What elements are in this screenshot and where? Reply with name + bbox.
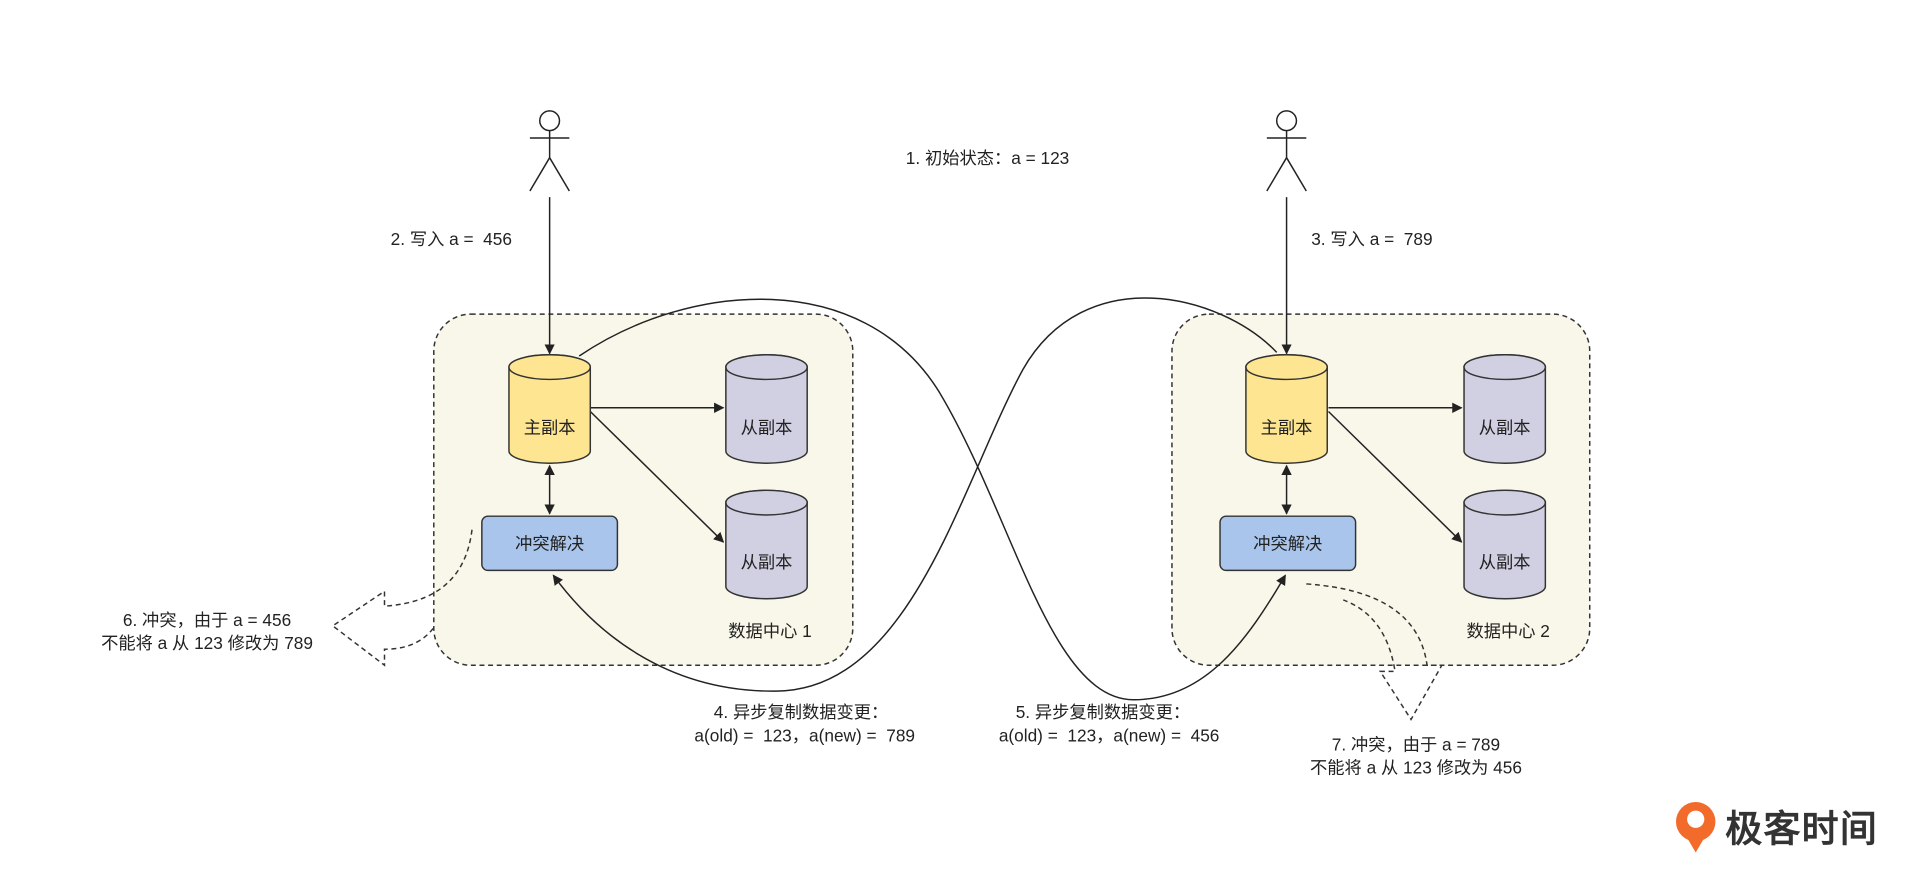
dc2-primary-to-replica-2-arrow: [1327, 410, 1463, 543]
conflict-7-line1: 7. 冲突，由于 a = 789: [1332, 734, 1500, 754]
replication-5-line1: 5. 异步复制数据变更：: [1016, 702, 1190, 722]
dc2-primary-cylinder: 主副本: [1245, 354, 1328, 464]
dc2-replica-1-label: 从副本: [1479, 418, 1531, 438]
user-1-icon: [529, 110, 570, 192]
conflict-7-line2: 不能将 a 从 123 修改为 456: [1310, 758, 1522, 778]
dc1-replica-1-label: 从副本: [741, 418, 793, 438]
dc1-primary-cylinder: 主副本: [508, 354, 592, 464]
conflict-6-line1: 6. 冲突，由于 a = 456: [123, 610, 291, 630]
dc2-conflict-resolver: 冲突解决: [1219, 515, 1357, 572]
write-1-label: 2. 写入 a = 456: [391, 229, 512, 249]
conflict-6-arrow: [331, 529, 473, 667]
replication-curve-dc1-to-dc2: [578, 298, 1286, 701]
dc1-replica-1-cylinder: 从副本: [725, 354, 808, 464]
conflict-6-line2: 不能将 a 从 123 修改为 789: [101, 633, 313, 653]
replication-5-line2: a(old) = 123，a(new) = 456: [999, 726, 1220, 746]
dc1-primary-label: 主副本: [524, 418, 576, 438]
replication-curve-dc2-to-dc1: [552, 297, 1278, 692]
dc2-replica-2-cylinder: 从副本: [1463, 489, 1547, 600]
dc1-conflict-resolver: 冲突解决: [481, 515, 619, 572]
dc1-primary-to-replica-2-arrow: [589, 410, 725, 543]
replication-4-line1: 4. 异步复制数据变更：: [714, 702, 888, 722]
dc2-primary-label: 主副本: [1261, 418, 1313, 438]
datacenter-2-label: 数据中心 2: [1466, 621, 1549, 641]
initial-state-label: 1. 初始状态：a = 123: [906, 148, 1069, 168]
user-2-icon: [1266, 110, 1307, 192]
logo-text: 极客时间: [1725, 808, 1878, 849]
write-2-label: 3. 写入 a = 789: [1311, 229, 1432, 249]
dc2-replica-2-label: 从副本: [1479, 552, 1531, 572]
dc1-replica-2-cylinder: 从副本: [725, 489, 808, 600]
datacenter-1-label: 数据中心 1: [728, 621, 811, 641]
geektime-logo-icon: [1675, 801, 1716, 853]
conflict-7-arrow: [1306, 583, 1444, 721]
dc1-replica-2-label: 从副本: [741, 552, 793, 572]
replication-4-line2: a(old) = 123，a(new) = 789: [694, 726, 915, 746]
dc1-conflict-label: 冲突解决: [515, 533, 584, 553]
dc2-conflict-label: 冲突解决: [1253, 533, 1322, 553]
geektime-logo: 极客时间: [1675, 801, 1878, 853]
dc2-replica-1-cylinder: 从副本: [1463, 354, 1547, 464]
